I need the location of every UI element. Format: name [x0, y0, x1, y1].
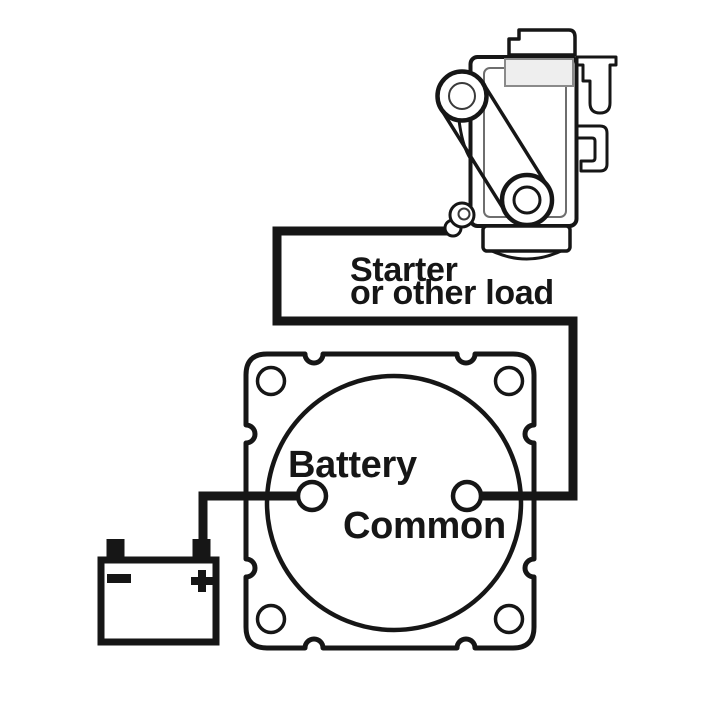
minus-symbol — [107, 574, 131, 583]
starter-top-cap — [507, 28, 577, 57]
starter-pulley-large-hub — [512, 185, 542, 215]
load-label-line2: or other load — [350, 274, 554, 312]
starter-pulley-small-hub — [448, 82, 476, 110]
switch-battery-terminal — [295, 479, 329, 513]
wire-common-to-load — [272, 226, 578, 501]
starter-terminal-ear-hole — [457, 207, 471, 221]
battery — [97, 539, 220, 646]
starter-bracket-lower — [575, 124, 609, 173]
starter-belt-lower — [439, 108, 508, 214]
mounting-hole-bottom-left — [255, 603, 287, 635]
wire-battery-to-switch — [198, 491, 299, 550]
battery-negative-post — [106, 539, 125, 558]
starter-bottom-cap — [481, 224, 572, 253]
starter-motor — [435, 28, 618, 261]
starter-label-plate — [504, 58, 574, 87]
starter-terminal-ear — [443, 201, 476, 238]
starter-belt-upper — [481, 82, 550, 188]
mounting-hole-top-right — [493, 365, 525, 397]
load-label-line1: Starter — [350, 251, 458, 289]
starter-pulley-arm — [457, 119, 472, 159]
common-terminal-label: Common — [343, 505, 506, 547]
battery-case — [97, 556, 220, 646]
switch-common-terminal — [450, 479, 484, 513]
battery-switch-panel — [243, 351, 537, 651]
battery-terminal-label: Battery — [288, 444, 417, 486]
plus-symbol-vbar — [198, 570, 206, 592]
mounting-hole-top-left — [255, 365, 287, 397]
starter-bracket-upper — [575, 55, 618, 115]
mounting-hole-bottom-right — [493, 603, 525, 635]
starter-end-bell-arc — [491, 249, 562, 261]
plus-symbol — [191, 570, 213, 592]
switch-body-circle — [264, 373, 524, 633]
